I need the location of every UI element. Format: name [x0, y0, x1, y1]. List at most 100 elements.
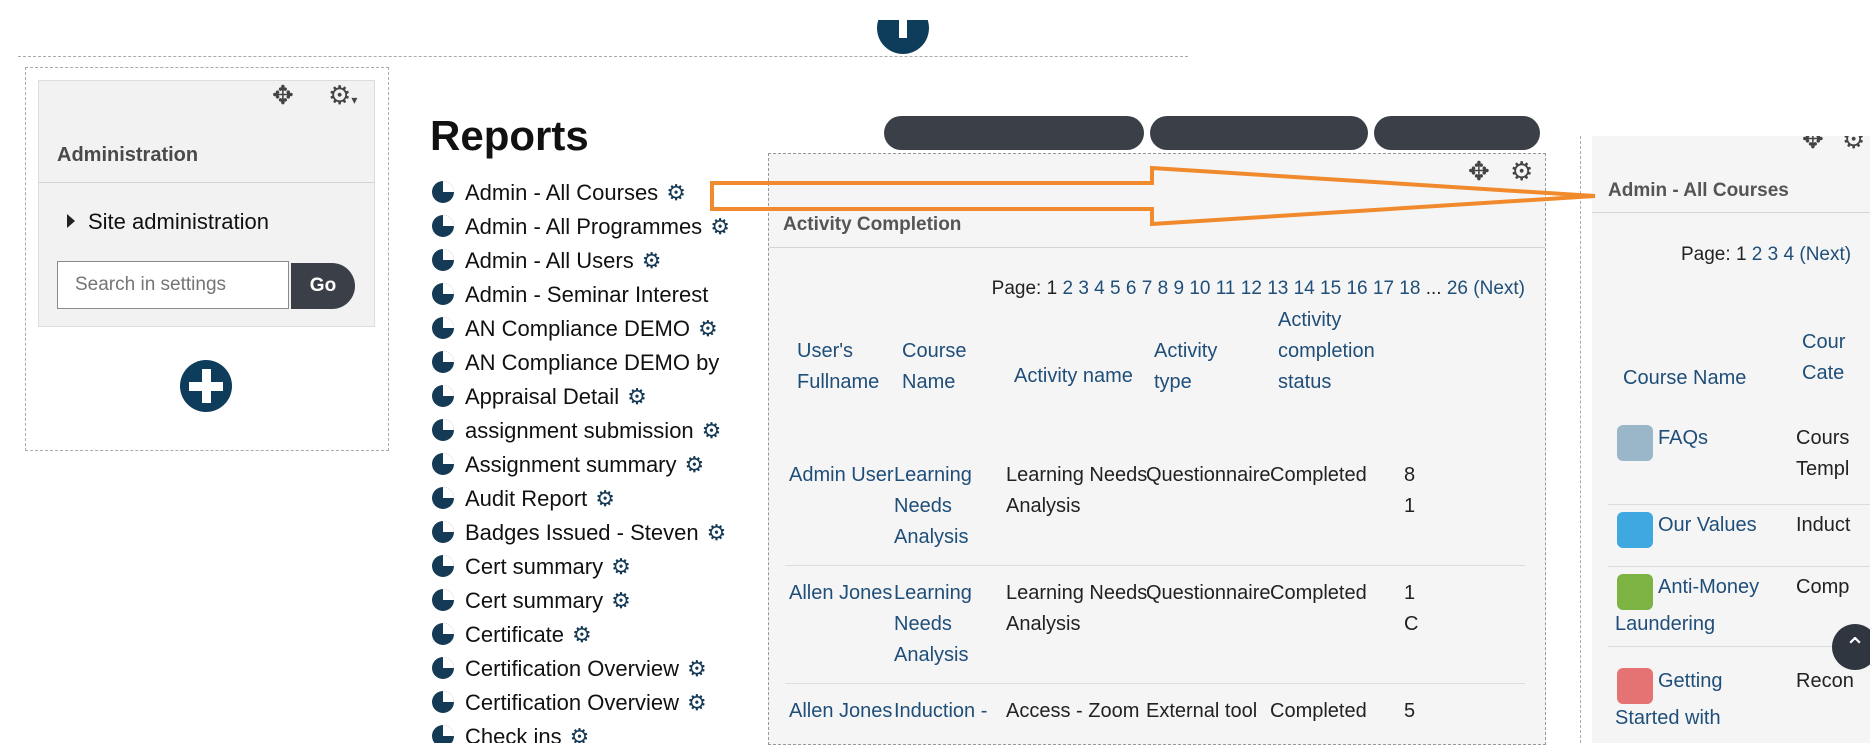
report-list-item[interactable]: AN Compliance DEMO ⚙ — [432, 316, 718, 346]
course-name-link[interactable]: Learning — [894, 582, 972, 604]
report-settings-gear-icon[interactable]: ⚙ — [641, 248, 662, 273]
paging-last-link[interactable]: 26 — [1446, 278, 1468, 299]
report-settings-gear-icon[interactable]: ⚙ — [595, 486, 616, 511]
course-name-link[interactable]: Needs — [894, 613, 952, 635]
report-settings-gear-icon[interactable]: ⚙ — [697, 316, 718, 341]
expand-triangle-icon[interactable] — [67, 214, 75, 228]
course-name-link[interactable]: Getting — [1658, 670, 1723, 692]
course-name-link[interactable]: FAQs — [1658, 427, 1709, 449]
report-list-item[interactable]: Badges Issued - Steven ⚙ — [432, 520, 726, 550]
add-block-icon-top[interactable] — [877, 20, 929, 54]
toolbar-button-2[interactable] — [1150, 116, 1368, 150]
block-settings-gear-icon[interactable]: ⚙ — [1510, 156, 1534, 186]
course-name-link[interactable]: Analysis — [894, 644, 969, 666]
toolbar-button-1[interactable] — [884, 116, 1144, 150]
course-name-link[interactable]: Induction - — [894, 700, 988, 722]
report-list-item[interactable]: Check ins ⚙ — [432, 724, 589, 743]
user-fullname-link[interactable]: Allen Jones — [789, 700, 893, 722]
column-header[interactable]: User's — [797, 340, 854, 362]
course-name-header[interactable]: Course Name — [1623, 367, 1747, 389]
report-label[interactable]: Certification Overview — [465, 690, 679, 715]
report-label[interactable]: Certificate — [465, 622, 565, 647]
page-link[interactable]: 3 — [1078, 278, 1089, 299]
page-link[interactable]: 10 — [1189, 278, 1211, 299]
column-header[interactable]: Activity name — [1014, 365, 1133, 387]
column-header[interactable]: completion — [1278, 340, 1375, 362]
report-label[interactable]: Certification Overview — [465, 656, 679, 681]
site-administration-link[interactable]: Site administration — [88, 209, 269, 234]
page-link[interactable]: 3 — [1767, 244, 1779, 265]
report-settings-gear-icon[interactable]: ⚙ — [666, 180, 686, 205]
column-header[interactable]: Course — [902, 340, 967, 362]
page-link[interactable]: 2 — [1062, 278, 1074, 299]
toolbar-button-3[interactable] — [1374, 116, 1540, 150]
course-name-link[interactable]: Anti-Money — [1658, 576, 1760, 598]
speech-bubbles-icon[interactable] — [1617, 512, 1653, 548]
report-list-item[interactable]: AN Compliance DEMO by — [432, 350, 719, 380]
report-settings-gear-icon[interactable]: ⚙ — [686, 690, 707, 715]
block-settings-gear-icon[interactable]: ⚙ — [1842, 136, 1866, 154]
paging-next-link[interactable]: (Next) — [1473, 278, 1525, 299]
report-settings-gear-icon[interactable]: ⚙ — [627, 384, 647, 409]
report-label[interactable]: Admin - All Courses — [465, 180, 659, 205]
report-label[interactable]: assignment submission — [465, 418, 694, 443]
column-header[interactable]: Activity — [1154, 340, 1218, 362]
page-link[interactable]: 12 — [1240, 278, 1262, 299]
page-link[interactable]: 17 — [1372, 278, 1395, 299]
course-name-link[interactable]: Needs — [894, 495, 952, 517]
report-label[interactable]: Cert summary — [465, 588, 604, 613]
report-settings-gear-icon[interactable]: ⚙ — [572, 622, 592, 647]
page-link[interactable]: 6 — [1125, 278, 1137, 299]
page-link[interactable]: 8 — [1157, 278, 1169, 299]
report-settings-gear-icon[interactable]: ⚙ — [701, 418, 722, 443]
report-list-item[interactable]: Appraisal Detail⚙ — [432, 384, 647, 414]
page-link[interactable]: 15 — [1320, 278, 1342, 299]
column-header[interactable]: Name — [902, 371, 956, 393]
dots-icon[interactable] — [1617, 668, 1653, 704]
scroll-to-top-button[interactable]: ⌃ — [1832, 624, 1870, 670]
report-label[interactable]: Badges Issued - Steven — [465, 520, 699, 545]
add-block-icon[interactable] — [180, 360, 232, 412]
page-link[interactable]: 18 — [1399, 278, 1421, 299]
report-list-item[interactable]: Cert summary⚙ — [432, 554, 631, 584]
report-label[interactable]: AN Compliance DEMO — [465, 316, 690, 341]
report-list-item[interactable]: Certificate ⚙ — [432, 622, 592, 652]
report-settings-gear-icon[interactable]: ⚙ — [706, 520, 727, 545]
move-icon[interactable]: ✥ — [1802, 136, 1824, 154]
page-link[interactable]: 13 — [1267, 278, 1289, 299]
column-header[interactable]: Fullname — [797, 371, 880, 393]
report-list-item[interactable]: Certification Overview ⚙ — [432, 690, 707, 720]
report-list-item[interactable]: Admin - Seminar Interest — [432, 282, 708, 312]
page-link[interactable]: 9 — [1173, 278, 1185, 299]
report-list-item[interactable]: assignment submission ⚙ — [432, 418, 721, 448]
settings-search-input[interactable] — [57, 261, 289, 309]
report-label[interactable]: Check ins — [465, 724, 562, 743]
report-list-item[interactable]: Assignment summary ⚙ — [432, 452, 704, 482]
report-settings-gear-icon[interactable]: ⚙ — [710, 214, 730, 239]
column-header[interactable]: status — [1278, 371, 1332, 393]
page-link[interactable]: 11 — [1215, 278, 1236, 299]
report-label[interactable]: Cert summary — [465, 554, 604, 579]
report-label[interactable]: Admin - All Programmes — [465, 214, 703, 239]
report-settings-gear-icon[interactable]: ⚙ — [569, 724, 590, 743]
wifi-book-icon[interactable] — [1617, 425, 1653, 461]
course-name-link[interactable]: Our Values — [1658, 514, 1757, 536]
report-settings-gear-icon[interactable]: ⚙ — [684, 452, 705, 477]
report-settings-gear-icon[interactable]: ⚙ — [686, 656, 707, 681]
course-name-link[interactable]: Learning — [894, 464, 972, 486]
page-link[interactable]: 4 — [1783, 244, 1795, 265]
column-header[interactable]: type — [1154, 371, 1192, 393]
report-label[interactable]: AN Compliance DEMO by — [465, 350, 720, 375]
category-header[interactable]: Cour — [1802, 331, 1846, 353]
course-name-link[interactable]: Analysis — [894, 526, 969, 548]
move-icon[interactable]: ✥ — [272, 80, 294, 110]
course-name-link[interactable]: Laundering — [1615, 613, 1716, 635]
report-label[interactable]: Audit Report — [465, 486, 588, 511]
move-icon[interactable]: ✥ — [1468, 156, 1490, 186]
report-label[interactable]: Assignment summary — [465, 452, 677, 477]
report-list-item[interactable]: Cert summary⚙ — [432, 588, 631, 618]
user-fullname-link[interactable]: Admin User — [789, 464, 894, 486]
report-list-item[interactable]: Admin - All Users⚙ — [432, 248, 661, 278]
page-link[interactable]: 7 — [1141, 278, 1153, 299]
category-header[interactable]: Cate — [1802, 362, 1845, 384]
